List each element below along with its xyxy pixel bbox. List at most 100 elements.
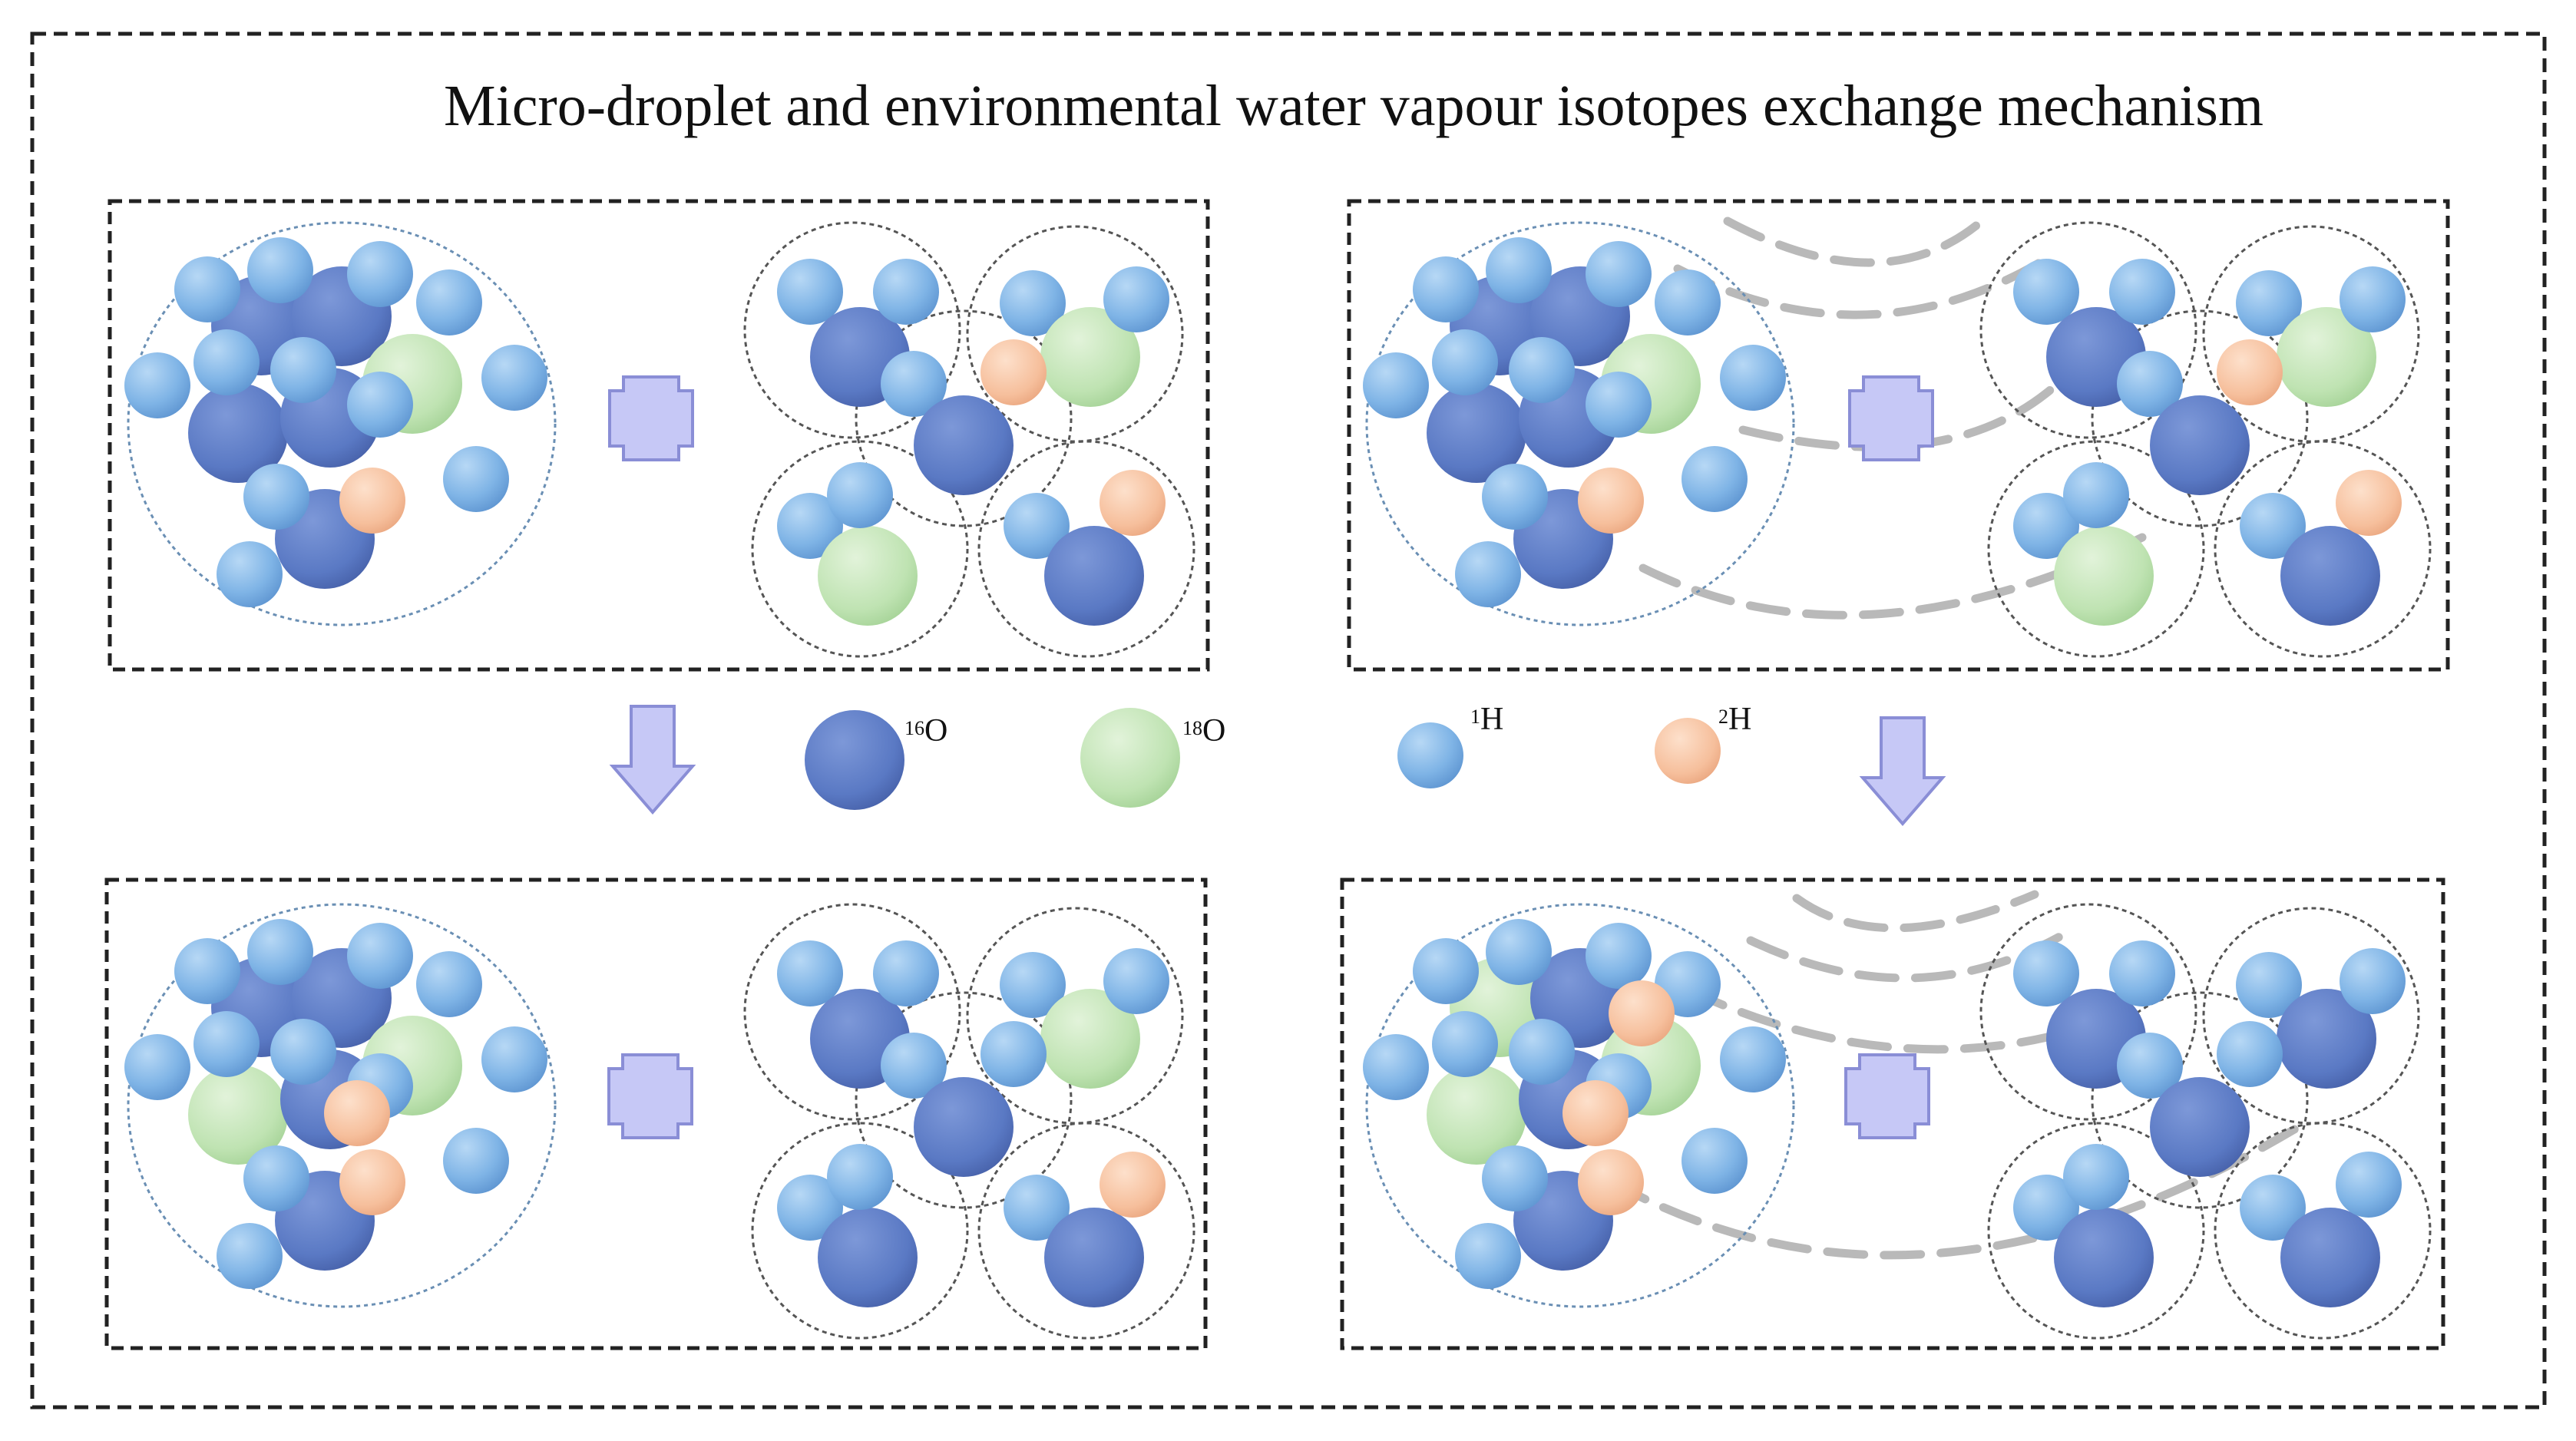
hydrogen-1-atom bbox=[2340, 948, 2406, 1014]
hydrogen-1-atom bbox=[1486, 237, 1552, 303]
hydrogen-1-atom bbox=[347, 241, 413, 307]
oxygen-16-atom bbox=[2280, 526, 2380, 626]
hydrogen-1-atom bbox=[2236, 952, 2302, 1018]
hydrogen-1-atom bbox=[777, 493, 843, 559]
legend-o18-label: 18O bbox=[1182, 713, 1225, 749]
hydrogen-1-atom bbox=[777, 940, 843, 1006]
hydrogen-1-atom bbox=[247, 237, 313, 303]
down-arrow-icon bbox=[609, 705, 696, 815]
vapour-wave-arc bbox=[1792, 890, 2039, 933]
vapour-molecule-boundary bbox=[966, 225, 1184, 443]
vapour-molecule-boundary bbox=[1979, 221, 2197, 439]
vapour-molecule-boundary bbox=[855, 991, 1073, 1209]
hydrogen-1-atom bbox=[1682, 1128, 1748, 1194]
hydrogen-1-atom bbox=[827, 462, 893, 528]
micro-droplet-boundary bbox=[127, 221, 557, 626]
hydrogen-1-atom bbox=[2013, 1175, 2079, 1241]
hydrogen-1-atom bbox=[2217, 1021, 2283, 1087]
hydrogen-1-atom bbox=[1432, 1011, 1498, 1077]
vapour-molecule-boundary bbox=[855, 309, 1073, 527]
hydrogen-1-atom bbox=[443, 1128, 509, 1194]
hydrogen-2-atom bbox=[1578, 1149, 1644, 1215]
outer-frame bbox=[30, 31, 2547, 1410]
hydrogen-1-atom bbox=[1486, 919, 1552, 985]
hydrogen-1-atom bbox=[174, 938, 240, 1004]
legend: 16O 18O 1H 2H bbox=[805, 702, 1751, 810]
vapour-molecule-boundary bbox=[977, 1122, 1195, 1340]
panel-top-left bbox=[107, 199, 1210, 672]
hydrogen-1-atom bbox=[1004, 1175, 1070, 1241]
hydrogen-1-atom bbox=[2063, 462, 2129, 528]
hydrogen-1-atom bbox=[217, 1223, 283, 1289]
vapour-molecule-boundary bbox=[2091, 991, 2309, 1209]
panel-bottom-right bbox=[1340, 877, 2445, 1350]
hydrogen-2-atom bbox=[339, 1149, 405, 1215]
hydrogen-1-atom bbox=[124, 352, 190, 418]
hydrogen-1-atom bbox=[873, 940, 939, 1006]
down-arrows bbox=[609, 705, 1946, 827]
hydrogen-1-atom bbox=[1586, 923, 1652, 989]
vapour-molecule-boundary bbox=[977, 440, 1195, 658]
hydrogen-2-atom bbox=[1578, 468, 1644, 534]
hydrogen-1-atom bbox=[1103, 948, 1169, 1014]
down-arrow-icon bbox=[1859, 716, 1946, 827]
legend-item-o16: 16O bbox=[805, 710, 947, 810]
oxygen-18-atom bbox=[1427, 1065, 1526, 1165]
hydrogen-1-atom bbox=[2236, 270, 2302, 336]
oxygen-16-atom bbox=[1427, 383, 1526, 483]
legend-h2-swatch bbox=[1655, 718, 1721, 784]
hydrogen-1-atom bbox=[881, 351, 947, 417]
legend-o18-symbol: O bbox=[1202, 713, 1225, 749]
hydrogen-1-atom bbox=[1720, 1026, 1786, 1092]
atoms bbox=[124, 237, 2406, 1307]
legend-item-h2: 2H bbox=[1655, 702, 1751, 784]
hydrogen-1-atom bbox=[270, 1019, 336, 1085]
hydrogen-2-atom bbox=[1100, 470, 1166, 536]
vapour-molecule-boundary bbox=[751, 1122, 969, 1340]
legend-h2-symbol: H bbox=[1728, 702, 1751, 737]
legend-h2-mass: 2 bbox=[1718, 706, 1728, 728]
vapour-wave-arc bbox=[1738, 364, 2078, 451]
legend-o18-swatch bbox=[1080, 708, 1180, 808]
oxygen-16-atom bbox=[914, 395, 1014, 495]
vapour-molecule-boundary bbox=[2214, 1122, 2432, 1340]
micro-droplet-boundary bbox=[1365, 903, 1795, 1308]
hydrogen-2-atom bbox=[1562, 1080, 1629, 1146]
hydrogen-1-atom bbox=[193, 1011, 260, 1077]
vapour-wave-arc bbox=[1608, 1124, 2300, 1260]
hydrogen-1-atom bbox=[174, 256, 240, 322]
vapour-molecule-boundary bbox=[1979, 903, 2197, 1121]
hydrogen-1-atom bbox=[2013, 940, 2079, 1006]
vapour-wave-arc bbox=[1673, 256, 2047, 319]
hydrogen-1-atom bbox=[1004, 493, 1070, 559]
oxygen-18-atom bbox=[1040, 989, 1140, 1089]
hydrogen-1-atom bbox=[443, 446, 509, 512]
vapour-molecule-boundary bbox=[751, 440, 969, 658]
hydrogen-1-atom bbox=[1363, 352, 1429, 418]
hydrogen-2-atom bbox=[2336, 470, 2402, 536]
hydrogen-1-atom bbox=[481, 345, 547, 411]
vapour-molecule-boundary bbox=[1987, 1122, 2205, 1340]
hydrogen-1-atom bbox=[2117, 351, 2183, 417]
hydrogen-1-atom bbox=[777, 1175, 843, 1241]
hydrogen-2-atom bbox=[1609, 980, 1675, 1046]
hydrogen-1-atom bbox=[2109, 259, 2175, 325]
hydrogen-1-atom bbox=[1482, 1145, 1548, 1211]
hydrogen-1-atom bbox=[2109, 940, 2175, 1006]
oxygen-16-atom bbox=[2277, 989, 2376, 1089]
hydrogen-1-atom bbox=[416, 951, 482, 1017]
vapour-molecule-boundary bbox=[2091, 309, 2309, 527]
hydrogen-1-atom bbox=[247, 919, 313, 985]
legend-h2-label: 2H bbox=[1718, 702, 1751, 737]
plus-icon bbox=[1844, 1053, 1930, 1139]
legend-h1-swatch bbox=[1397, 722, 1463, 788]
vapour-molecule-boundary bbox=[2202, 225, 2420, 443]
hydrogen-2-atom bbox=[339, 468, 405, 534]
hydrogen-1-atom bbox=[217, 541, 283, 607]
hydrogen-1-atom bbox=[980, 1021, 1047, 1087]
hydrogen-1-atom bbox=[193, 329, 260, 395]
hydrogen-1-atom bbox=[827, 1144, 893, 1210]
vapour-molecule-boundary bbox=[1987, 440, 2205, 658]
